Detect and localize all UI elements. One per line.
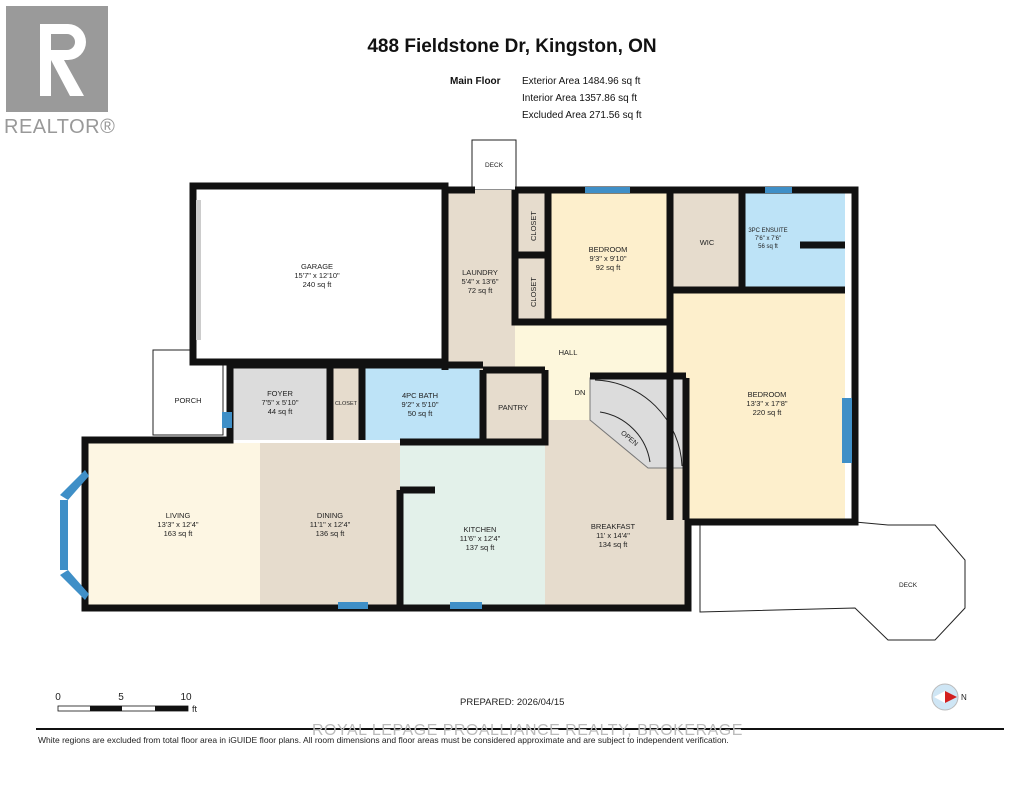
garage-area: 240 sq ft bbox=[303, 280, 333, 289]
garage-dims: 15'7" x 12'10" bbox=[294, 271, 340, 280]
bedroom1-name: BEDROOM bbox=[589, 245, 628, 254]
foyer-dims: 7'5" x 5'10" bbox=[262, 398, 299, 407]
pantry-label: PANTRY bbox=[498, 403, 528, 412]
interior-area: Interior Area 1357.86 sq ft bbox=[522, 93, 638, 104]
foyer-name: FOYER bbox=[267, 389, 293, 398]
kitchen bbox=[400, 443, 545, 605]
scale-unit: ft bbox=[192, 704, 198, 714]
breakfast-dims: 11' x 14'4" bbox=[596, 531, 630, 540]
living-name: LIVING bbox=[166, 511, 191, 520]
kitchen-area: 137 sq ft bbox=[466, 543, 496, 552]
prepared-date: PREPARED: 2026/04/15 bbox=[460, 697, 565, 708]
brokerage-watermark: ROYAL LEPAGE PROALLIANCE REALTY, BROKERA… bbox=[312, 722, 743, 739]
laundry-name: LAUNDRY bbox=[462, 268, 498, 277]
living bbox=[88, 443, 260, 605]
bath-area: 50 sq ft bbox=[408, 409, 434, 418]
laundry-area: 72 sq ft bbox=[468, 286, 494, 295]
stairs-dn-label: DN bbox=[575, 388, 586, 397]
deck-top-label: DECK bbox=[485, 162, 504, 169]
excluded-area: Excluded Area 271.56 sq ft bbox=[522, 110, 642, 121]
bedroom-1 bbox=[548, 190, 670, 322]
ensuite-name: 3PC ENSUITE bbox=[748, 228, 787, 234]
page-title: 488 Fieldstone Dr, Kingston, ON bbox=[367, 36, 657, 57]
breakfast-name: BREAKFAST bbox=[591, 522, 636, 531]
porch-label: PORCH bbox=[174, 396, 201, 405]
exterior-area: Exterior Area 1484.96 sq ft bbox=[522, 76, 641, 87]
bedroom2-dims: 13'3" x 17'8" bbox=[746, 399, 787, 408]
4pc-bath bbox=[362, 365, 480, 440]
kitchen-dims: 11'6" x 12'4" bbox=[460, 534, 501, 543]
wic bbox=[670, 190, 742, 290]
foyer bbox=[230, 365, 330, 440]
scale-tick-0: 0 bbox=[55, 692, 61, 703]
bedroom1-area: 92 sq ft bbox=[596, 263, 622, 272]
garage bbox=[193, 186, 445, 362]
living-area: 163 sq ft bbox=[164, 529, 194, 538]
deck-right-label: DECK bbox=[899, 582, 918, 589]
footer-divider bbox=[36, 728, 1004, 730]
bedroom2-name: BEDROOM bbox=[748, 390, 787, 399]
bath-dims: 9'2" x 5'10" bbox=[402, 400, 439, 409]
breakfast-area: 134 sq ft bbox=[599, 540, 629, 549]
bedroom-2 bbox=[672, 290, 845, 520]
ensuite-dims: 7'6" x 7'6" bbox=[755, 236, 781, 242]
garage-name: GARAGE bbox=[301, 262, 333, 271]
dining-dims: 11'1" x 12'4" bbox=[310, 520, 351, 529]
area-summary: Main Floor Exterior Area 1484.96 sq ft In… bbox=[450, 73, 642, 124]
compass-icon: N bbox=[931, 683, 967, 711]
ensuite bbox=[742, 190, 845, 290]
living-dims: 13'3" x 12'4" bbox=[157, 520, 198, 529]
disclaimer: White regions are excluded from total fl… bbox=[38, 735, 729, 745]
realtor-logo-text: REALTOR® bbox=[4, 116, 116, 138]
scale-tick-5: 5 bbox=[118, 692, 124, 703]
walls bbox=[81, 182, 859, 612]
bedroom1-dims: 9'3" x 9'10" bbox=[590, 254, 627, 263]
closet-label: CLOSET bbox=[335, 401, 358, 407]
scale-tick-10: 10 bbox=[180, 692, 192, 703]
laundry bbox=[445, 190, 515, 370]
dining bbox=[260, 443, 400, 605]
ensuite-area: 56 sq ft bbox=[758, 244, 778, 250]
kitchen-name: KITCHEN bbox=[464, 525, 497, 534]
closet-foyer bbox=[330, 365, 362, 440]
closet-label: CLOSET bbox=[529, 277, 538, 307]
deck-top bbox=[471, 139, 517, 191]
scale-bar: 0 5 10 ft bbox=[55, 692, 197, 714]
deck-right bbox=[699, 521, 966, 641]
laundry-dims: 5'4" x 13'6" bbox=[462, 277, 499, 286]
realtor-r-icon bbox=[6, 6, 108, 112]
wic-label: WIC bbox=[700, 238, 715, 247]
realtor-logo: REALTOR® bbox=[0, 0, 120, 140]
foyer-area: 44 sq ft bbox=[268, 407, 294, 416]
dining-area: 136 sq ft bbox=[316, 529, 346, 538]
compass-north-label: N bbox=[961, 693, 967, 702]
hall-label: HALL bbox=[559, 348, 578, 357]
closet-label: CLOSET bbox=[529, 211, 538, 241]
floor-label: Main Floor bbox=[450, 76, 501, 87]
bath-name: 4PC BATH bbox=[402, 391, 438, 400]
pantry bbox=[483, 370, 545, 442]
windows bbox=[60, 187, 852, 609]
bedroom2-area: 220 sq ft bbox=[753, 408, 783, 417]
dining-name: DINING bbox=[317, 511, 343, 520]
